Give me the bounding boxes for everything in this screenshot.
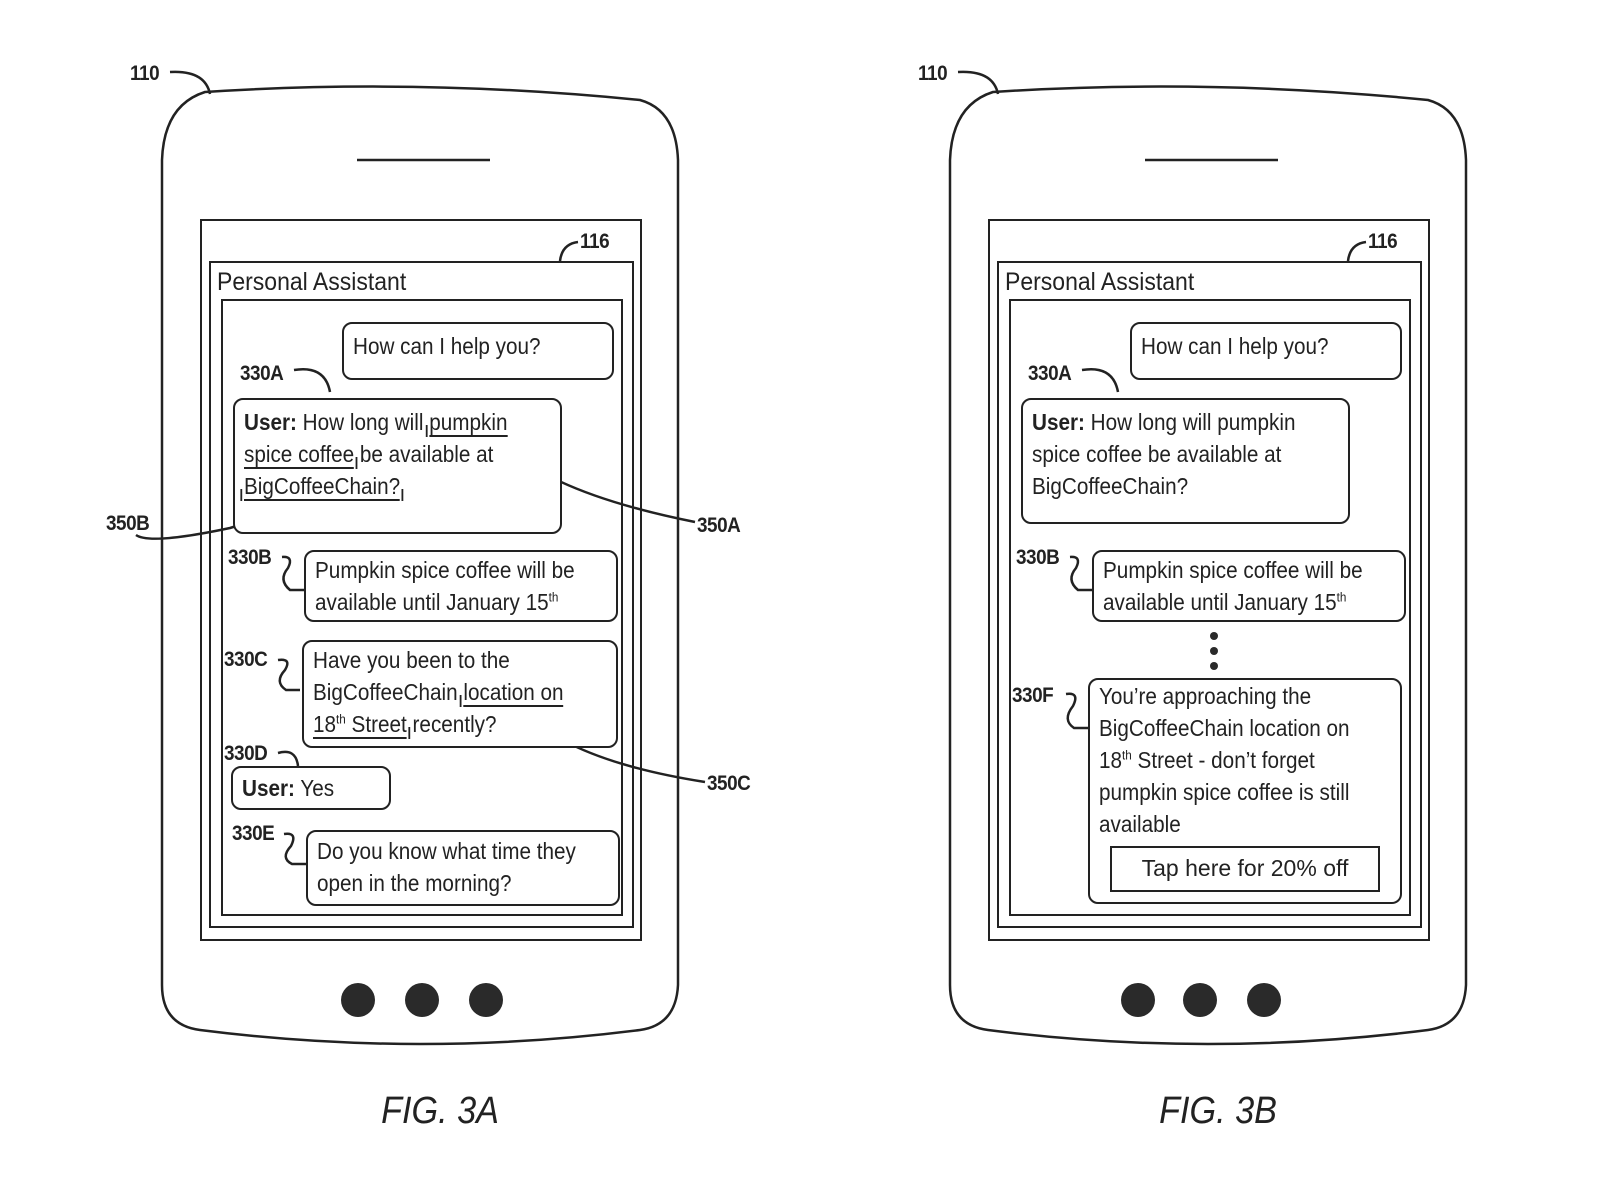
ref-350a: 350A [697, 514, 741, 537]
phone-outline-drawing [948, 70, 1468, 1046]
leader-330a [293, 368, 332, 393]
conversation-area [221, 299, 623, 916]
ref-110: 110 [918, 62, 948, 85]
text-segment: be available at [359, 441, 494, 467]
leader-330c [277, 658, 300, 692]
home-button-3 [1247, 983, 1281, 1017]
ref-350b: 350B [106, 512, 150, 535]
figure-caption: FIG. 3A [381, 1090, 499, 1132]
leader-330f [1065, 692, 1088, 730]
phone-body-outline [160, 85, 680, 1046]
message-bubble-greeting: How can I help you? [1130, 322, 1402, 380]
screen-outer-frame [200, 219, 642, 941]
figure-caption: FIG. 3B [1159, 1090, 1277, 1132]
figure-3b: 110 116 Personal Assistant How can I hel… [788, 0, 1588, 1191]
entity-350a-part2: spice coffee [244, 441, 355, 469]
ref-116: 116 [1368, 230, 1398, 253]
ref-330c: 330C [224, 648, 268, 671]
leader-330b [1069, 555, 1092, 592]
leader-330b [281, 555, 304, 592]
leader-330a [1081, 368, 1120, 393]
conversation-area [1009, 299, 1411, 916]
home-button-2 [405, 983, 439, 1017]
discount-offer-button[interactable]: Tap here for 20% off [1110, 846, 1380, 892]
home-button-3 [469, 983, 503, 1017]
entity-350b: BigCoffeeChain? [244, 473, 401, 501]
ref-330d: 330D [224, 742, 268, 765]
leader-116 [558, 240, 579, 262]
home-button-2 [1183, 983, 1217, 1017]
entity-350a-part1: pumpkin [429, 409, 508, 437]
figure-3a: 110 116 Personal Assistant How can I hel… [0, 0, 800, 1191]
ref-330a: 330A [1028, 362, 1072, 385]
leader-116 [1346, 240, 1367, 262]
message-bubble-330d: User: Yes [231, 766, 391, 810]
message-text: How can I help you? [1141, 333, 1329, 359]
ref-350c: 350C [707, 772, 751, 795]
ellipsis-dot-2 [1210, 647, 1218, 655]
ellipsis-dot-3 [1210, 662, 1218, 670]
leader-330e [283, 832, 306, 866]
home-button-1 [1121, 983, 1155, 1017]
ref-330e: 330E [232, 822, 275, 845]
phone-body-outline [948, 85, 1468, 1046]
assistant-panel [997, 261, 1422, 928]
leader-330d [277, 750, 300, 767]
assistant-panel [209, 261, 634, 928]
message-bubble-greeting: How can I help you? [342, 322, 614, 380]
entity-350c-part1: location on [463, 679, 564, 707]
leader-110 [169, 70, 212, 95]
ref-116: 116 [580, 230, 610, 253]
ref-330a: 330A [240, 362, 284, 385]
message-text: How can I help you? [353, 333, 541, 359]
entity-350c-part2: 18th Street [313, 711, 407, 739]
screen-outer-frame [988, 219, 1430, 941]
ref-110: 110 [130, 62, 160, 85]
panel-title: Personal Assistant [1005, 268, 1195, 296]
ref-330b: 330B [1016, 546, 1060, 569]
ref-330b: 330B [228, 546, 272, 569]
panel-title: Personal Assistant [217, 268, 407, 296]
speaker-label: User: [244, 409, 297, 435]
message-text: User: Yes [242, 775, 335, 801]
home-button-1 [341, 983, 375, 1017]
text-segment: How long will [302, 409, 424, 435]
leader-110 [957, 70, 1000, 95]
ellipsis-dot-1 [1210, 632, 1218, 640]
ref-330f: 330F [1012, 684, 1054, 707]
